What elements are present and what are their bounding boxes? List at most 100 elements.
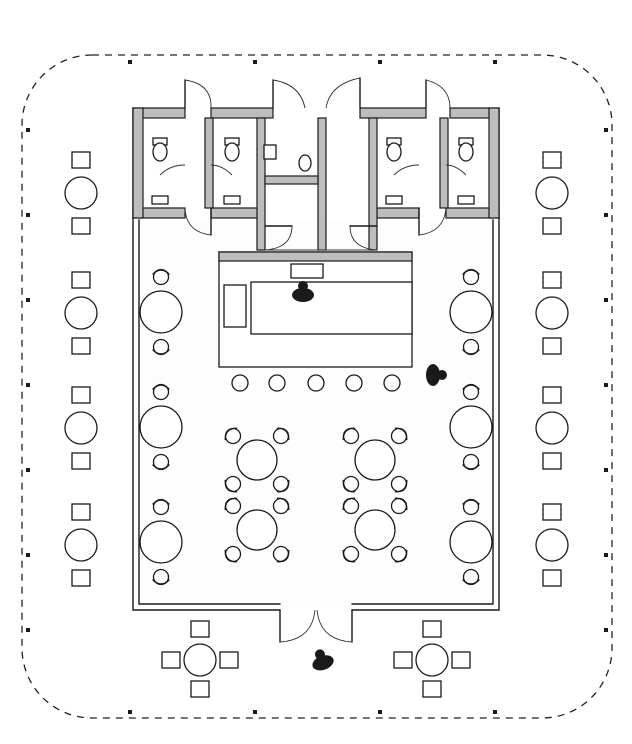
boundary-marker	[378, 710, 382, 714]
door-swing-icon	[325, 77, 361, 109]
boundary-marker	[26, 213, 30, 217]
sink-icon	[457, 195, 475, 205]
chair	[152, 268, 170, 286]
outdoor-chair	[190, 620, 210, 638]
sink-icon	[263, 144, 277, 160]
chair	[462, 568, 480, 586]
outdoor-chair	[422, 620, 442, 638]
bar-stool	[268, 374, 286, 392]
boundary-marker	[604, 468, 608, 472]
dining-table	[354, 509, 396, 551]
boundary-marker	[26, 383, 30, 387]
chair-back	[152, 499, 170, 505]
chair	[462, 338, 480, 356]
chair	[152, 338, 170, 356]
toilets	[151, 137, 475, 205]
people	[292, 281, 447, 671]
outdoor-chair	[71, 337, 91, 355]
restroom-partition-5	[439, 117, 449, 209]
toilet-icon	[298, 154, 312, 172]
outdoor-chair	[542, 452, 562, 470]
outdoor-chair	[71, 217, 91, 235]
toilet-icon	[224, 142, 240, 162]
interior-seating	[139, 268, 493, 586]
chair	[390, 545, 408, 563]
restroom-wall-right	[488, 107, 500, 219]
restroom-wall-top-mid-left	[210, 107, 274, 119]
door-swing-icon	[393, 164, 420, 176]
restroom-wall-bottom-right	[370, 207, 420, 219]
bar-stool	[383, 374, 401, 392]
chair-back	[276, 549, 290, 563]
chair-back	[224, 479, 238, 493]
outdoor-chair	[393, 651, 413, 669]
restroom-wall-top-mid-right	[359, 107, 427, 119]
door-swing-icon	[184, 79, 212, 109]
outdoor-table	[535, 528, 569, 562]
outdoor-table	[64, 411, 98, 445]
doors	[159, 77, 467, 643]
chair-back	[276, 497, 290, 511]
door-swing-icon	[264, 225, 293, 251]
person-body	[292, 288, 314, 302]
chair-back	[462, 579, 480, 585]
outdoor-table	[535, 296, 569, 330]
outdoor-chair	[542, 337, 562, 355]
outdoor-table	[64, 528, 98, 562]
outdoor-chair	[542, 151, 562, 169]
sink-icon	[385, 195, 403, 205]
sink-icon	[223, 195, 241, 205]
chair	[224, 427, 242, 445]
bar-stool	[231, 374, 249, 392]
chair	[152, 383, 170, 401]
boundary-marker	[604, 128, 608, 132]
person-head	[437, 370, 447, 380]
dining-table	[449, 520, 493, 564]
chair	[462, 268, 480, 286]
restroom-partition-1	[204, 117, 214, 209]
dining-table	[139, 520, 183, 564]
door-swing-icon	[279, 609, 316, 643]
site-boundary	[21, 54, 613, 719]
door-swing-icon	[316, 609, 353, 643]
outdoor-chair	[451, 651, 471, 669]
chair	[272, 475, 290, 493]
outdoor-chair	[542, 386, 562, 404]
chair	[390, 475, 408, 493]
chair	[272, 545, 290, 563]
boundary-marker	[604, 213, 608, 217]
chair	[342, 475, 360, 493]
chair-back	[224, 497, 238, 511]
chair	[390, 427, 408, 445]
chair-back	[152, 269, 170, 275]
dining-table	[449, 405, 493, 449]
bar-register	[290, 263, 324, 279]
door-swing-icon	[184, 207, 212, 236]
chair-back	[276, 479, 290, 493]
chair	[462, 453, 480, 471]
outdoor-chair	[71, 503, 91, 521]
door-swing-icon	[425, 79, 451, 109]
restroom-block	[132, 107, 500, 251]
outdoor-chair	[542, 503, 562, 521]
outdoor-chair	[71, 271, 91, 289]
boundary-marker	[26, 298, 30, 302]
outdoor-table	[64, 176, 98, 210]
person-icon	[312, 649, 334, 671]
restroom-partition-3	[317, 117, 327, 251]
bar-sink	[223, 284, 247, 328]
chair	[152, 453, 170, 471]
chair	[272, 497, 290, 515]
bar-area	[218, 251, 413, 368]
person-head	[314, 649, 325, 660]
outdoor-table	[535, 176, 569, 210]
chair-back	[152, 349, 170, 355]
person-body	[312, 655, 334, 671]
chair-back	[342, 549, 356, 563]
chair	[462, 498, 480, 516]
boundary-marker	[378, 60, 382, 64]
boundary-marker	[26, 468, 30, 472]
restroom-wall-left	[132, 107, 144, 219]
outdoor-table	[535, 411, 569, 445]
chair-back	[224, 427, 238, 441]
